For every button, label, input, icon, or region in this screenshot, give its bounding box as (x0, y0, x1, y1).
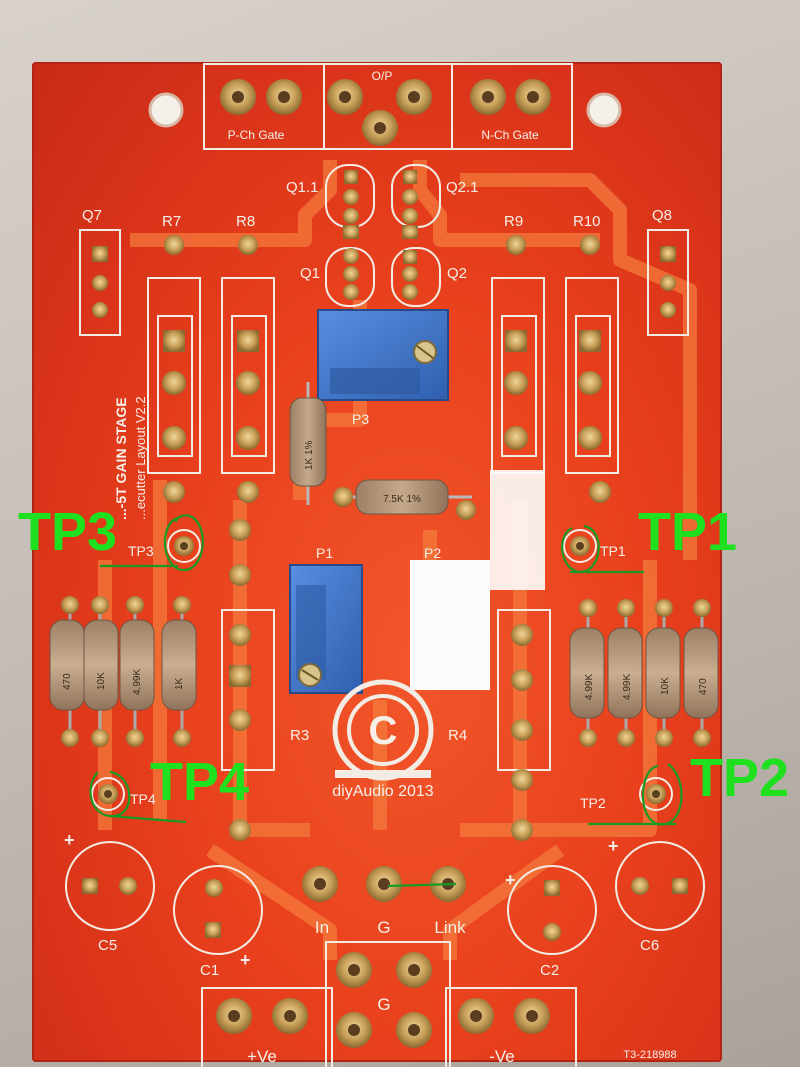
resistor-bank-right: 4.99K 4.99K 10K 470 (569, 599, 719, 747)
q21-label: Q2.1 (446, 179, 479, 196)
board-title-line2: ...ecutter Layout V2.2 (133, 396, 148, 520)
link-label: Link (434, 918, 466, 937)
c1-label: C1 (200, 962, 219, 979)
power-connector-area (201, 941, 577, 1067)
plus-c2: + (505, 870, 516, 890)
r-horiz-marking: 7.5K 1% (383, 494, 421, 505)
trimmer-p2 (410, 470, 545, 690)
tp3-silk-label: TP3 (128, 543, 154, 559)
c5-label: C5 (98, 937, 117, 954)
resistor-1k-vertical: 1K 1% (289, 382, 327, 505)
left-res-2: 10K (96, 672, 107, 690)
right-res-4: 470 (698, 678, 709, 695)
tp3-annotation: TP3 (18, 502, 117, 562)
capacitor-footprints (65, 841, 705, 955)
left-res-4: 1K (174, 677, 185, 690)
plus-c6: + (608, 836, 619, 856)
r3-label: R3 (290, 727, 309, 744)
pos-ve-label: +Ve (247, 1047, 277, 1066)
test-point-pads (91, 529, 673, 811)
c2-label: C2 (540, 962, 559, 979)
r9-label: R9 (504, 213, 523, 230)
left-res-3: 4.99K (132, 669, 143, 695)
c6-label: C6 (640, 937, 659, 954)
neg-ve-label: -Ve (489, 1047, 515, 1066)
tp1-silk-label: TP1 (600, 543, 626, 559)
g-small-label: G (377, 918, 390, 937)
q8-label: Q8 (652, 207, 672, 224)
credit-text: diyAudio 2013 (332, 783, 434, 800)
board-title-line1: ...-5T GAIN STAGE (113, 397, 129, 520)
q2-label: Q2 (447, 265, 467, 282)
header-connector-area (203, 63, 573, 150)
tp2-silk-label: TP2 (580, 795, 606, 811)
tp1-annotation: TP1 (638, 502, 737, 562)
left-res-1: 470 (62, 673, 73, 690)
tp2-annotation: TP2 (690, 748, 789, 808)
right-res-1: 4.99K (584, 674, 595, 700)
g-big-label: G (377, 995, 390, 1014)
plus-c1: + (240, 950, 251, 970)
q11-label: Q1.1 (286, 179, 319, 196)
mounting-holes (148, 92, 622, 128)
board-id: T3-218988 (623, 1049, 676, 1061)
resistor-footprints-r3-r4 (221, 519, 551, 841)
q7-label: Q7 (82, 207, 102, 224)
trimmer-p3 (317, 309, 449, 401)
p3-label: P3 (352, 411, 369, 427)
plus-c5: + (64, 830, 75, 850)
transistor-footprints (325, 164, 441, 307)
r4-label: R4 (448, 727, 467, 744)
right-res-3: 10K (660, 677, 671, 695)
copyright-symbol: C (369, 709, 398, 753)
r-vert-marking: 1K 1% (304, 440, 315, 470)
p-ch-gate-label: P-Ch Gate (228, 128, 285, 142)
trimmer-p1 (289, 564, 363, 694)
in-label: In (315, 918, 329, 937)
copyright-logo (332, 679, 434, 781)
r7-label: R7 (162, 213, 181, 230)
tp4-silk-label: TP4 (130, 791, 156, 807)
resistor-bank-left: 470 10K 4.99K 1K (49, 596, 197, 747)
r10-label: R10 (573, 213, 601, 230)
op-label: O/P (372, 69, 393, 83)
q7-q8-footprints (79, 229, 689, 336)
p1-label: P1 (316, 545, 333, 561)
resistor-7-5k-horizontal: 7.5K 1% (333, 479, 476, 520)
tp4-annotation: TP4 (150, 752, 249, 812)
r8-label: R8 (236, 213, 255, 230)
n-ch-gate-label: N-Ch Gate (481, 128, 539, 142)
right-res-2: 4.99K (622, 674, 633, 700)
input-connector-pads (302, 866, 466, 902)
hand-drawn-annotations (89, 514, 683, 888)
q1-label: Q1 (300, 265, 320, 282)
p2-label: P2 (424, 545, 441, 561)
resistor-footprints-top (147, 235, 619, 503)
